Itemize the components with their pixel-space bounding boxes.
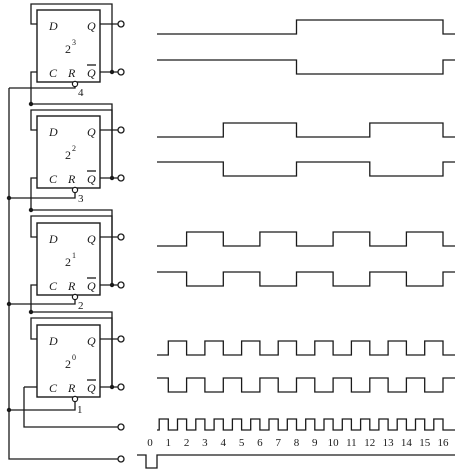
waveform-q0-bar [157,377,455,393]
flipflop-2-2-reset-number: 3 [78,193,84,205]
flipflop-2-0-reset-number: 1 [77,404,83,416]
flipflop-2-3-weight-base: 2 [65,42,71,56]
flipflop-2-3-c-label: C [49,66,58,80]
flipflop-2-1-d-label: D [48,232,58,246]
tick-label-3: 3 [202,437,208,449]
flipflop-2-0-d-label: D [48,334,58,348]
tick-label-12: 12 [364,437,375,449]
tick-label-15: 15 [419,437,431,449]
flipflop-2-2-reset-bubble [71,186,79,194]
waveform-q2 [157,122,455,138]
flipflop-2-2-body [36,115,101,189]
reset-bubbles [71,80,79,403]
flipflop-2-0-r-label: R [67,381,76,395]
waveform-q0 [157,340,455,356]
flipflop-2-0-weight-base: 2 [65,357,71,371]
flipflop-2-3-weight-exp: 3 [72,38,76,47]
q2-bar-terminal [117,174,125,182]
flipflop-2-3-q-label: Q [87,19,96,33]
tick-label-1: 1 [166,437,172,449]
flipflop-2-3-qbar-label: Q [87,66,96,80]
q3-terminal [117,20,125,28]
waveform-q2-bar [157,161,455,177]
flipflop-2-0: D Q 2 0 C R Q 1 [36,324,101,416]
flipflop-2-0-qbar-label: Q [87,381,96,395]
junction-dots [6,69,115,413]
flipflop-2-2-d-label: D [48,125,58,139]
flipflop-2-3-reset-number: 4 [78,87,84,99]
tick-label-14: 14 [401,437,413,449]
flipflop-2-0-reset-bubble [71,395,79,403]
timing-diagram [137,19,455,469]
flipflop-2-1-c-label: C [49,279,58,293]
flipflop-2-1-weight-base: 2 [65,255,71,269]
flipflop-2-0-body [36,324,101,398]
q2-terminal [117,126,125,134]
flipflop-2-1-body [36,222,101,296]
tick-label-6: 6 [257,437,263,449]
flipflop-2-1-q-label: Q [87,232,96,246]
waveform-q1 [157,231,455,247]
flipflop-2-1-r-label: R [67,279,76,293]
flipflop-2-0-c-label: C [49,381,58,395]
flipflop-2-2-weight-exp: 2 [72,144,76,153]
tick-label-16: 16 [438,437,450,449]
tick-label-10: 10 [328,437,340,449]
flipflop-2-3: D Q 2 3 C R Q 4 [36,9,101,99]
flipflop-2-2-weight-base: 2 [65,148,71,162]
output-terminals [117,20,125,463]
q0-terminal [117,335,125,343]
tick-label-11: 11 [346,437,357,449]
flipflop-2-1: D Q 2 1 C R Q 2 [36,222,101,312]
q0-bar-terminal [117,383,125,391]
q1-terminal [117,233,125,241]
tick-label-0: 0 [147,437,153,449]
flipflop-2-2-c-label: C [49,172,58,186]
clock-input-terminal [117,423,125,431]
waveform-clock [157,418,455,431]
tick-label-5: 5 [239,437,245,449]
tick-label-7: 7 [275,437,281,449]
tick-label-9: 9 [312,437,318,449]
tick-label-2: 2 [184,437,190,449]
flipflop-2-3-body [36,9,101,83]
flipflop-2-1-reset-bubble [71,293,79,301]
tick-label-8: 8 [294,437,300,449]
tick-label-13: 13 [383,437,395,449]
flipflop-2-3-r-label: R [67,66,76,80]
waveform-q3-bar [157,59,455,75]
flipflop-2-1-weight-exp: 1 [72,251,76,260]
flipflop-2-2-r-label: R [67,172,76,186]
flipflop-2-3-d-label: D [48,19,58,33]
reset-input-terminal [117,455,125,463]
waveform-q3 [157,19,455,35]
flipflop-2-3-reset-bubble [71,80,79,88]
flipflop-2-1-reset-number: 2 [78,300,84,312]
tick-label-4: 4 [221,437,227,449]
q3-bar-terminal [117,68,125,76]
q1-bar-terminal [117,281,125,289]
flipflop-2-0-q-label: Q [87,334,96,348]
flipflop-2-2-q-label: Q [87,125,96,139]
waveform-q1-bar [157,271,455,287]
flipflop-2-2-qbar-label: Q [87,172,96,186]
flipflop-2-0-weight-exp: 0 [72,353,76,362]
waveform-reset [137,454,455,469]
flipflop-2-2: D Q 2 2 C R Q 3 [36,115,101,205]
flipflop-2-1-qbar-label: Q [87,279,96,293]
